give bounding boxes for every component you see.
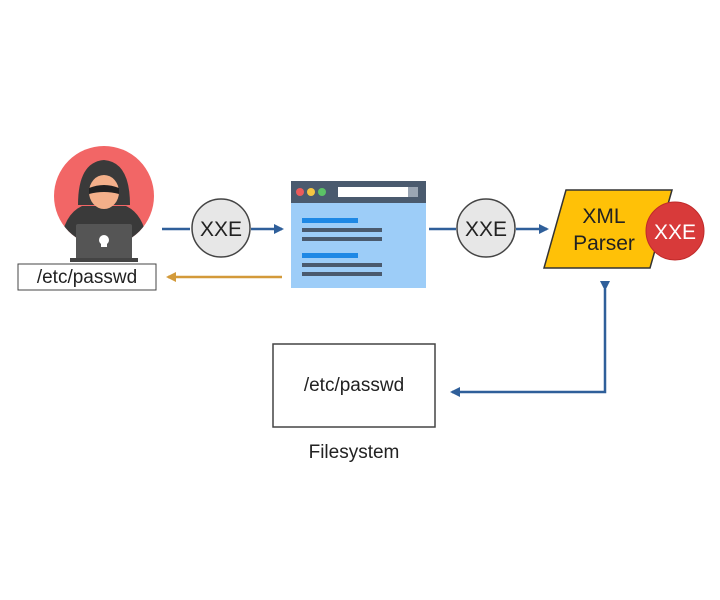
filesystem: /etc/passwd Filesystem [272, 343, 436, 463]
hooded-hacker-icon [54, 146, 154, 262]
parser-label-line2: Parser [573, 232, 635, 255]
payload-bubble-2: XXE [456, 198, 516, 258]
filesystem-caption: Filesystem [309, 442, 400, 463]
payload-bubble-1: XXE [191, 198, 251, 258]
filesystem-file-text: /etc/passwd [304, 375, 404, 396]
filesystem-connector [450, 281, 610, 397]
payload-1-text: XXE [200, 218, 242, 241]
browser-window-icon [291, 181, 426, 288]
xxe-badge-text: XXE [654, 221, 696, 244]
leaked-file-text: /etc/passwd [37, 267, 137, 288]
xml-parser: XML Parser [543, 189, 673, 269]
xxe-badge: XXE [645, 201, 705, 261]
parser-label-line1: XML [582, 205, 625, 228]
filesystem-box [272, 343, 436, 428]
leaked-file-label: /etc/passwd [17, 263, 157, 291]
payload-2-text: XXE [465, 218, 507, 241]
attacker: /etc/passwd [17, 146, 157, 291]
